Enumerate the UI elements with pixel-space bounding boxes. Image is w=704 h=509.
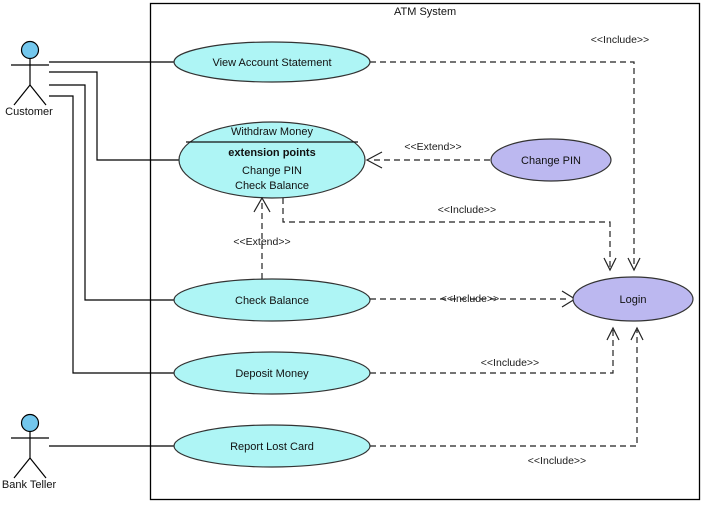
relationship-extend-change-pin-withdraw-money[interactable]: <<Extend>> (365, 141, 490, 169)
use-case-label: View Account Statement (212, 57, 331, 69)
association-customer-deposit-money[interactable] (49, 95, 174, 374)
include-stereotype-label: <<Include>> (438, 204, 496, 216)
relationship-include-withdraw-money-login[interactable]: <<Include>> (282, 198, 617, 272)
use-case-ellipse (490, 138, 612, 182)
include-arrowhead-icon (606, 326, 620, 341)
actor-customer-label: Customer (5, 106, 53, 118)
use-case-label: Deposit Money (235, 368, 309, 380)
include-connector-line (370, 61, 635, 268)
include-arrowhead-icon (627, 257, 641, 272)
actor-bank-teller[interactable]: Bank Teller (2, 413, 57, 491)
actor-customer[interactable]: Customer (5, 40, 53, 118)
extend-stereotype-label: <<Extend>> (404, 141, 461, 153)
relationship-extend-check-balance-withdraw-money[interactable]: <<Extend>> (233, 196, 291, 279)
actor-right-leg-icon (29, 84, 47, 106)
use-case-label: Check Balance (235, 295, 309, 307)
actor-left-leg-icon (13, 84, 31, 106)
use-case-label: Report Lost Card (230, 441, 314, 453)
actor-head-icon (20, 413, 40, 433)
system-boundary-title: ATM System (394, 6, 456, 18)
system-boundary-box (149, 2, 701, 501)
use-case-check-balance[interactable]: Check Balance (173, 278, 371, 322)
include-connector-line (370, 330, 638, 447)
actor-bank-teller-label: Bank Teller (2, 479, 57, 491)
association-customer-withdraw-money[interactable] (49, 71, 179, 161)
relationship-include-check-balance-login[interactable]: <<Include>> (370, 290, 577, 308)
extend-arrowhead-icon (253, 196, 271, 213)
extension-point-item-change-pin: Change PIN (242, 165, 302, 177)
use-case-label: Login (620, 294, 647, 306)
include-connector-line (370, 330, 614, 374)
include-stereotype-label: <<Include>> (528, 455, 586, 467)
include-connector-line (282, 198, 611, 268)
use-case-ellipse (173, 278, 371, 322)
actor-left-leg-icon (13, 457, 31, 479)
use-case-withdraw-money[interactable]: Withdraw Money extension points Change P… (178, 121, 366, 199)
include-stereotype-label: <<Include>> (481, 357, 539, 369)
relationship-include-view-account-statement-login[interactable]: <<Include>> (370, 34, 649, 272)
actor-right-leg-icon (29, 457, 47, 479)
use-case-deposit-money[interactable]: Deposit Money (173, 351, 371, 395)
use-case-ellipse (178, 121, 366, 199)
use-case-login[interactable]: Login (572, 276, 694, 322)
extension-point-item-check-balance: Check Balance (235, 180, 309, 192)
extend-arrowhead-icon (365, 151, 383, 169)
extension-points-header: extension points (228, 147, 315, 159)
include-arrowhead-icon (603, 257, 617, 272)
use-case-change-pin[interactable]: Change PIN (490, 138, 612, 182)
use-case-label: Withdraw Money (231, 126, 313, 138)
use-case-view-account-statement[interactable]: View Account Statement (173, 41, 371, 83)
relationship-include-report-lost-card-login[interactable]: <<Include>> (370, 326, 644, 467)
include-stereotype-label: <<Include>> (591, 34, 649, 46)
extend-stereotype-label: <<Extend>> (233, 236, 290, 248)
use-case-ellipse (572, 276, 694, 322)
association-customer-check-balance[interactable] (49, 84, 174, 301)
use-case-report-lost-card[interactable]: Report Lost Card (173, 424, 371, 468)
relationship-include-deposit-money-login[interactable]: <<Include>> (370, 326, 620, 374)
include-stereotype-label: <<Include>> (441, 293, 499, 305)
use-case-label: Change PIN (521, 155, 581, 167)
actor-head-icon (20, 40, 40, 60)
include-arrowhead-icon (630, 326, 644, 341)
